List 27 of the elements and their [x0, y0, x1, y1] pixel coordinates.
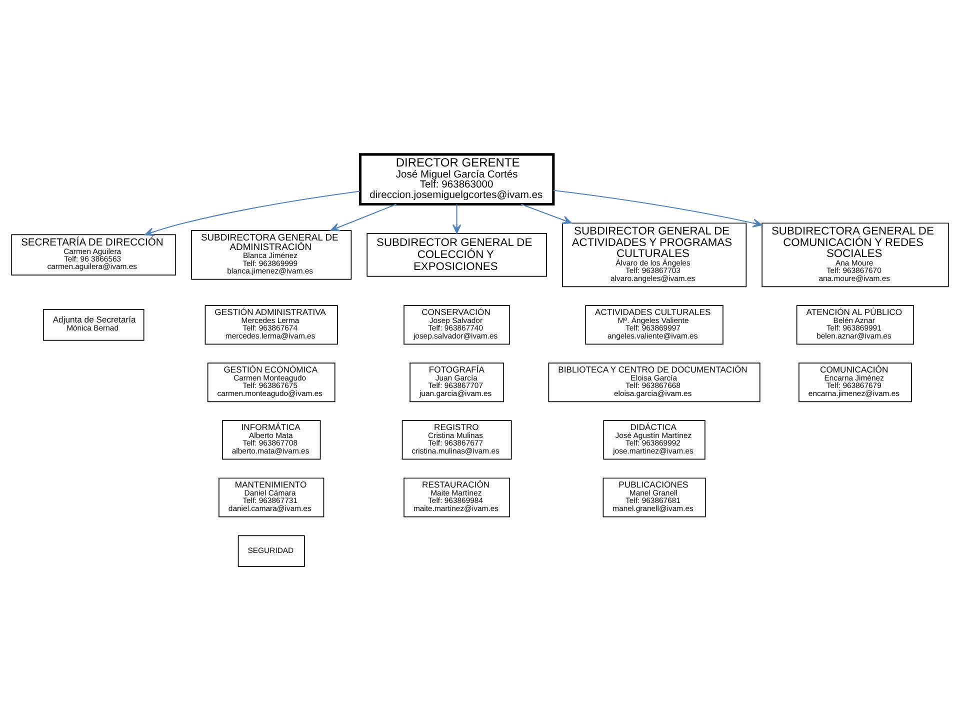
arrow: [144, 190, 360, 236]
node-box: GESTIÓN ADMINISTRATIVA Mercedes Lerma Telf: 963867674 mercedes.lerma@ivam.es: [204, 304, 338, 344]
arrow: [521, 203, 572, 224]
arrow: [452, 204, 462, 234]
node-box: SUBDIRECTOR GENERAL DE ACTIVIDADES Y PROGRAMAS CULTURALES Álvaro de los Ángeles Telf: 963867703 alvaro.angeles@ivam.es: [562, 222, 747, 287]
node-box: GESTIÓN ECONÓMICA Carmen Monteagudo Telf: 963867675 carmen.monteagudo@ivam.es: [207, 362, 336, 402]
node-box: INFORMÁTICA Alberto Mata Telf: 963867708 alberto.mata@ivam.es: [222, 420, 321, 460]
node-box: SUBDIRECTOR GENERAL DE COLECCIÓN Y EXPOSICIONES: [366, 232, 547, 276]
node-box: CONSERVACIÓN Josep Salvador Telf: 963867740 josep.salvador@ivam.es: [404, 304, 510, 344]
node-box: BIBLIOTECA Y CENTRO DE DOCUMENTACIÓN Eloisa García Telf: 963867668 eloisa.garcia@ivam.es: [548, 362, 760, 402]
node-box: COMUNICACIÓN Encarna Jiménez Telf: 963867679 encarna.jimenez@ivam.es: [798, 362, 912, 402]
node-box: DIRECTOR GERENTE José Miguel García Cortés Telf: 963863000 direccion.josemiguelgcortes@ivam.es: [358, 152, 555, 206]
node-box: RESTAURACIÓN Maite Martínez Telf: 963869984 maite.martinez@ivam.es: [404, 477, 510, 517]
node-box: MANTENIMIENTO Daniel Cámara Telf: 963867731 daniel.camara@ivam.es: [218, 477, 324, 517]
node-box: SEGURIDAD: [238, 534, 305, 566]
node-box: Adjunta de Secretaría Mónica Bernad: [42, 308, 144, 340]
arrow: [553, 189, 762, 227]
node-box: SUBDIRECTORA GENERAL DE ADMINISTRACIÓN Blanca Jiménez Telf: 963869999 blanca.jimenez@ivam.es: [191, 229, 352, 280]
node-box: PUBLICACIONES Manel Granell Telf: 963867681 manel.granell@ivam.es: [602, 477, 706, 517]
node-box: REGISTRO Cristina Mulinas Telf: 963867677 cristina.mulinas@ivam.es: [402, 420, 512, 460]
node-box: DIDÁCTICA José Agustín Martínez Telf: 963869992 jose.martinez@ivam.es: [603, 420, 706, 460]
node-box: SECRETARÍA DE DIRECCIÓN Carmen Aguilera Telf: 96 3866563 carmen.aguilera@ivam.es: [11, 234, 176, 275]
arrow: [330, 203, 397, 231]
node-box: FOTOGRAFÍA Juan García Telf: 963867707 juan.garcia@ivam.es: [410, 362, 504, 402]
node-box: ACTIVIDADES CULTURALES Mª. Ángeles Valiente Telf: 963869997 angeles.valiente@ivam.es: [585, 304, 724, 344]
node-box: SUBDIRECTORA GENERAL DE COMUNICACIÓN Y REDES SOCIALES Ana Moure Telf: 963867670 ana.moure@ivam.es: [762, 222, 949, 287]
node-box: ATENCIÓN AL PÚBLICO Belén Aznar Telf: 963869991 belen.aznar@ivam.es: [796, 304, 914, 344]
